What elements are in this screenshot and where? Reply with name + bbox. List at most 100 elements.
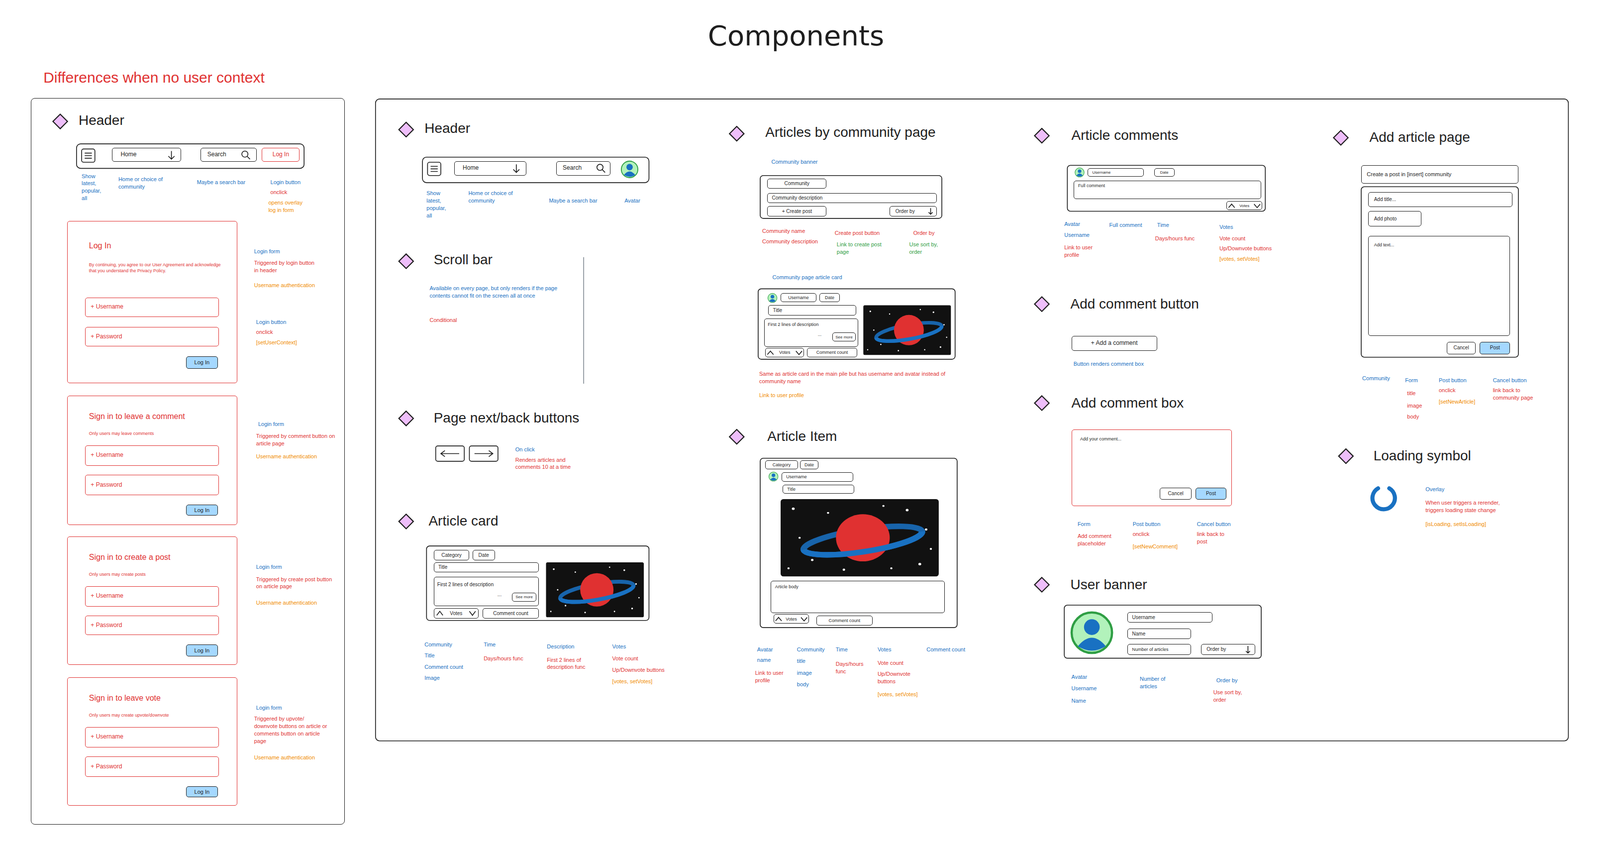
ui-box: Cancel [1159, 487, 1192, 500]
ui-box: Category [765, 460, 799, 470]
annotation-note: On click [515, 445, 535, 454]
ui-box: Community [767, 178, 827, 190]
annotation-note: [setUserContext] [256, 338, 298, 347]
box-label: Cancel [1168, 490, 1184, 497]
annotation-note: [votes, setVotes] [1219, 255, 1260, 263]
box-label: Cancel [1453, 344, 1469, 351]
box-label: Votes [449, 610, 463, 617]
annotation-note: Up/Downvote buttons [612, 666, 665, 674]
box-label: Search [207, 151, 227, 159]
form-box: Sign in to leave voteOnly users may crea… [67, 677, 238, 806]
action-button: Log In [186, 786, 218, 798]
input-field: + Username [85, 297, 219, 317]
box-label: Username [788, 295, 809, 300]
box-label: Search [562, 164, 582, 172]
ui-box: See more [832, 332, 856, 342]
annotation-note: When user triggers a rerender, triggers … [1425, 499, 1515, 514]
box-label: Votes [779, 349, 791, 355]
section-heading: Loading symbol [1373, 447, 1472, 464]
annotation-note: Avatar [624, 197, 641, 205]
annotation-note: Login form [254, 247, 281, 256]
annotation-note: Home or choice of community [118, 175, 166, 191]
box-text: ... [497, 591, 512, 598]
annotation-note: opens overlay log in form [268, 199, 309, 214]
box-label: + Add a comment [1091, 339, 1138, 347]
box-heading: Sign in to create a post [89, 552, 232, 563]
section-heading: Article comments [1071, 127, 1179, 144]
box-label: Username [1092, 170, 1111, 175]
box-label: Community [784, 180, 810, 187]
box-label: Number of articles [1132, 646, 1169, 652]
box-heading: Differences when no user context [43, 67, 350, 88]
annotation-note: Up/Downvote buttons [877, 670, 919, 686]
box-label: Order by [895, 208, 915, 215]
annotation-note: Maybe a search bar [548, 197, 598, 205]
box-label: + Create post [782, 208, 812, 215]
box-label: Log In [194, 506, 210, 514]
ui-box: Community description [767, 193, 937, 204]
action-button: Post [1479, 341, 1511, 355]
annotation-note: Create post button [834, 229, 881, 237]
box-label: + Password [90, 333, 122, 341]
diagram-title: Components [547, 19, 1045, 52]
annotation-note: Same as article card in the main pile bu… [759, 370, 959, 386]
box-label: Post [1490, 344, 1500, 351]
annotation-note: [votes, setVotes] [877, 690, 918, 699]
box-label: Comment count [828, 617, 861, 623]
ui-box: + Create post [767, 205, 827, 217]
annotation-note: body [1406, 412, 1419, 421]
annotation-note: Link to create post page [836, 240, 886, 256]
ui-box: Title [782, 484, 855, 494]
annotation-note: Form [1404, 376, 1418, 385]
annotation-note: Add comment placeholder [1077, 532, 1119, 548]
box-heading: Sign in to leave vote [89, 693, 232, 704]
annotation-note: Post button [1132, 520, 1161, 528]
input-field: + Password [85, 326, 219, 347]
box-label: Date [804, 462, 814, 468]
annotation-note: Cancel button [1197, 520, 1231, 528]
ui-box: First 2 lines of description...See more [764, 318, 859, 347]
annotation-note: Image [424, 674, 440, 682]
annotation-note: Days/hours func [835, 660, 869, 676]
annotation-note: image [797, 669, 812, 677]
form-box: Sign in to leave a commentOnly users may… [67, 395, 238, 525]
ui-box: Votes [433, 607, 479, 619]
box-text: Only users may create posts [89, 571, 227, 578]
annotation-note: Community name [762, 227, 805, 235]
ui-box: Date [819, 293, 840, 302]
ui-box: Search [556, 161, 611, 176]
annotation-note: Community banner [771, 158, 818, 166]
annotation-note: [isLoading, setIsLoading] [1425, 520, 1487, 528]
annotation-note: Username authentication [254, 281, 315, 290]
annotation-note: Days/hours func [1155, 234, 1195, 243]
annotation-note: Maybe a search bar [197, 178, 246, 187]
section-heading: Page next/back buttons [433, 409, 580, 426]
ui-box: Username [781, 472, 854, 482]
ui-box: See more [511, 592, 537, 602]
annotation-note: Vote count [877, 659, 904, 667]
annotation-note: Order by [1216, 676, 1238, 685]
box-heading: First 2 lines of description [437, 581, 535, 588]
box-label: Category [441, 552, 462, 559]
annotation-note: Avatar [757, 645, 774, 654]
annotation-note: Link to user profile [1064, 243, 1100, 259]
box-label: Post [1205, 490, 1216, 497]
box-label: Log In [194, 647, 210, 654]
ui-box: Votes [765, 347, 804, 357]
box-label: Log In [272, 151, 290, 159]
annotation-note: Cancel button [1493, 376, 1527, 385]
input-field: + Password [85, 615, 219, 635]
annotation-note: Community page article card [772, 273, 843, 282]
annotation-note: Login form [258, 420, 285, 428]
box-label: + Password [90, 621, 122, 629]
ui-box: Votes [773, 613, 810, 623]
annotation-note: Login form [256, 703, 283, 712]
annotation-note: Form [1077, 520, 1091, 528]
annotation-note: name [757, 656, 772, 664]
annotation-note: Time [835, 645, 848, 654]
annotation-note: Community [797, 645, 825, 654]
annotation-note: Post button [1438, 376, 1467, 385]
ui-box: Home [111, 147, 182, 163]
annotation-note: Name [1071, 697, 1087, 705]
box-label: See more [515, 594, 533, 600]
